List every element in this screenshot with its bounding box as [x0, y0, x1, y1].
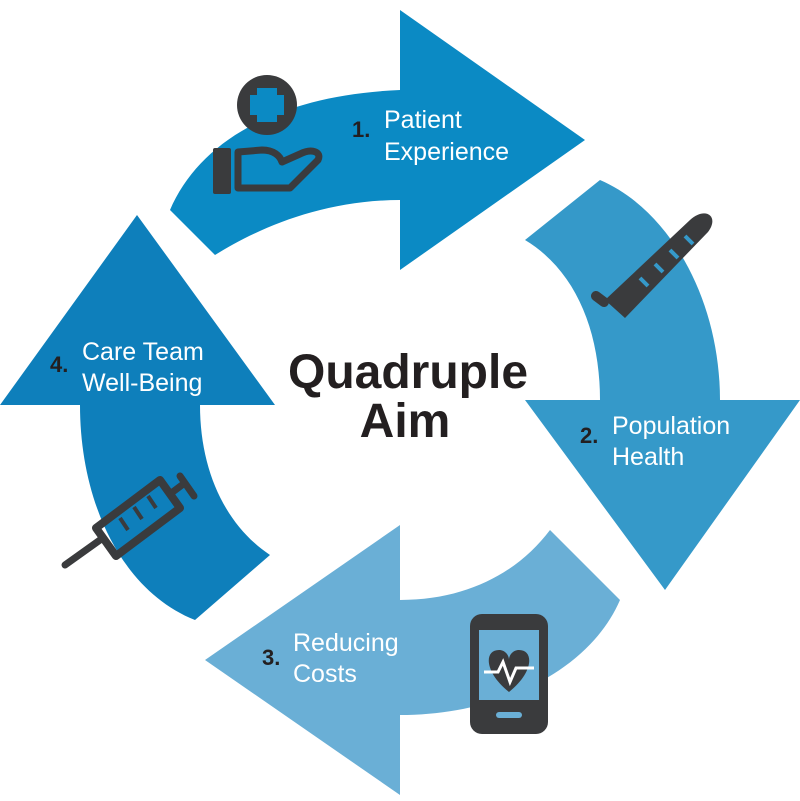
step-4-number: 4. [50, 352, 68, 377]
step-1-number: 1. [352, 117, 370, 142]
phone-heart-monitor-icon [470, 614, 548, 734]
step-3-number: 3. [262, 645, 280, 670]
step-population-health: 2. Population Health [580, 412, 730, 471]
center-title: Quadruple Aim [288, 346, 528, 448]
arrow-care-team-well-being [0, 215, 275, 620]
thermometer-icon [591, 213, 713, 318]
step-2-number: 2. [580, 423, 598, 448]
step-3-label-line2: Costs [293, 660, 357, 688]
syringe-icon [61, 472, 198, 569]
hand-with-medical-cross-icon [213, 75, 323, 194]
step-patient-experience: 1. Patient Experience [352, 106, 509, 166]
center-title-line1: Quadruple [288, 346, 528, 399]
step-1-label-line2: Experience [384, 138, 509, 166]
arrow-patient-experience [170, 10, 585, 270]
arrow-population-health [525, 180, 800, 590]
step-1-label-line1: Patient [384, 106, 462, 134]
step-4-label-line2: Well-Being [82, 369, 202, 397]
step-4-label-line1: Care Team [82, 338, 204, 366]
step-care-team-well-being: 4. Care Team Well-Being [50, 338, 204, 397]
center-title-line2: Aim [360, 395, 451, 448]
arrow-reducing-costs [205, 525, 620, 795]
step-3-label-line1: Reducing [293, 629, 399, 657]
step-2-label-line1: Population [612, 412, 730, 440]
step-reducing-costs: 3. Reducing Costs [262, 629, 399, 688]
step-2-label-line2: Health [612, 443, 684, 471]
